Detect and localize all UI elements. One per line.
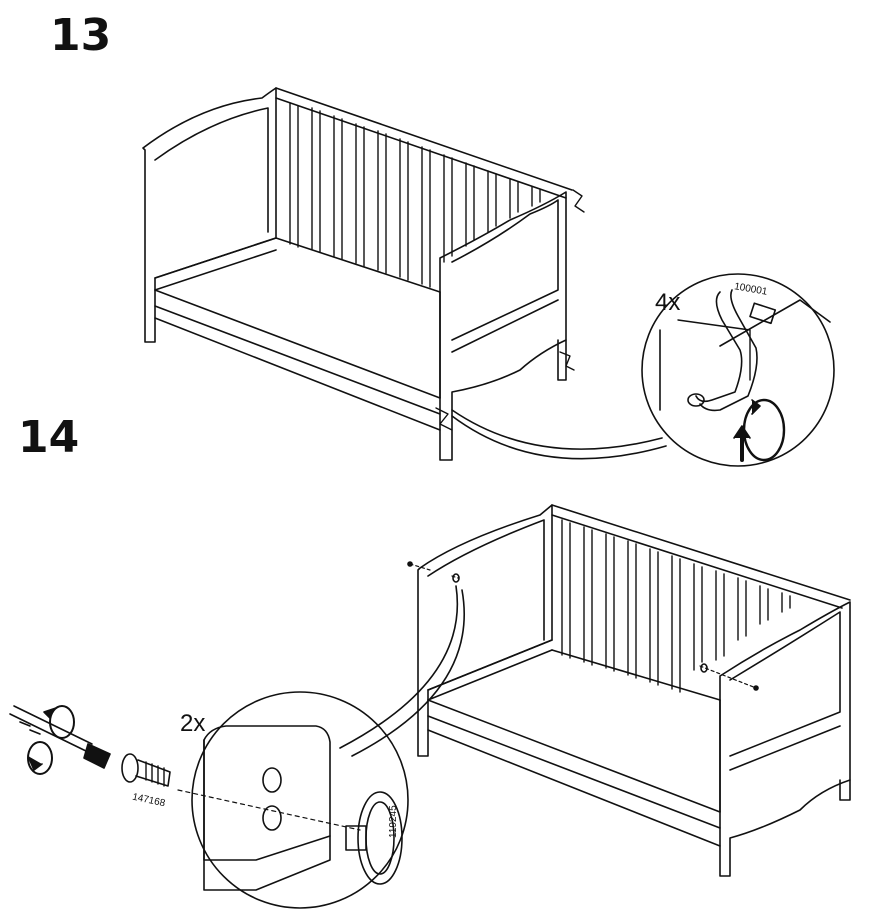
step-14-quantity: 2x (180, 710, 206, 737)
step-13-quantity: 4x (655, 289, 681, 316)
step-13-number: 13 (50, 10, 112, 61)
rotate-arrow-icon (733, 398, 786, 462)
screw-icon (121, 753, 171, 787)
allen-key-icon (687, 289, 777, 412)
step-14-number: 14 (18, 412, 80, 463)
step-14-detail-callout (177, 691, 409, 909)
rotate-arrow-icon (27, 705, 75, 775)
step-13-crib-illustration (142, 87, 667, 461)
screwdriver-icon (9, 705, 111, 769)
step-14-crib-illustration (339, 504, 851, 877)
step-13-detail-callout (641, 273, 835, 467)
